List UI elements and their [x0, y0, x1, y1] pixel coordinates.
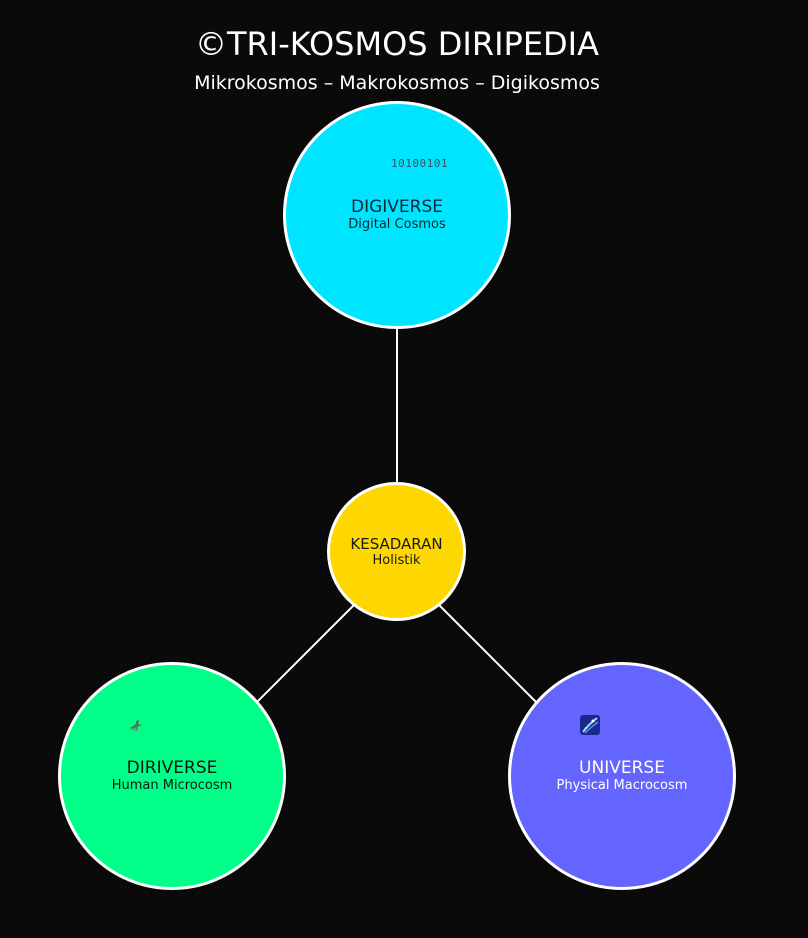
connector-kesadaran-universe: [430, 596, 544, 710]
node-kesadaran: KESADARAN Holistik: [327, 482, 466, 621]
bird-icon: [130, 720, 142, 732]
node-universe-sub: Physical Macrocosm: [556, 778, 688, 793]
node-kesadaran-label: KESADARAN: [350, 534, 443, 553]
galaxy-icon: [580, 715, 600, 735]
node-diriverse-label: DIRIVERSE: [126, 758, 218, 778]
node-kesadaran-sub: Holistik: [372, 552, 421, 568]
node-universe-label: UNIVERSE: [579, 758, 665, 778]
node-diriverse-sub: Human Microcosm: [111, 778, 233, 793]
page-subtitle: Mikrokosmos – Makrokosmos – Digikosmos: [194, 72, 600, 94]
node-digiverse-label: DIGIVERSE: [350, 197, 443, 217]
page-title: ©TRI-KOSMOS DIRIPEDIA: [194, 25, 599, 63]
node-universe: UNIVERSE Physical Macrocosm: [508, 662, 736, 890]
node-diriverse: DIRIVERSE Human Microcosm: [58, 662, 286, 890]
binary-code-text: 10100101: [391, 157, 448, 170]
connector-kesadaran-diriverse: [249, 596, 363, 710]
node-digiverse: DIGIVERSE Digital Cosmos: [283, 101, 511, 329]
node-digiverse-sub: Digital Cosmos: [348, 217, 446, 232]
